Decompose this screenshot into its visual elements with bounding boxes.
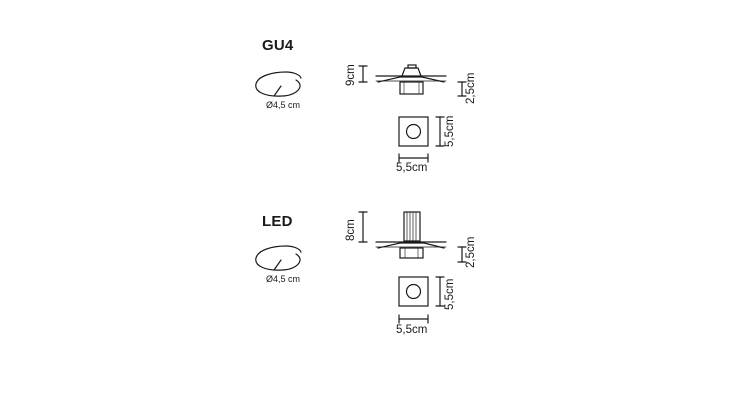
led-title: LED [262, 213, 293, 230]
gu4-front-view [398, 116, 429, 147]
led-front-view [398, 276, 429, 307]
gu4-face-height-label: 5,5cm [444, 115, 456, 147]
gu4-side-view [375, 64, 447, 95]
gu4-title: GU4 [262, 37, 294, 54]
led-height-dimension [358, 211, 368, 243]
led-side-view [375, 211, 447, 259]
gu4-face-height-dimension [435, 116, 445, 147]
gu4-cutout-diameter: Ø4,5 cm [266, 100, 301, 110]
gu4-depth-dimension [457, 81, 467, 97]
led-cutout-icon [255, 245, 302, 271]
led-face-width-dimension [398, 314, 429, 324]
led-face-width-label: 5,5cm [396, 324, 428, 336]
led-height-label: 8cm [345, 219, 357, 241]
gu4-depth-label: 2,5cm [465, 72, 477, 104]
gu4-height-dimension [358, 65, 368, 83]
led-depth-label: 2,5cm [465, 236, 477, 268]
gu4-height-label: 9cm [345, 64, 357, 86]
led-face-height-dimension [435, 276, 445, 307]
led-cutout-diameter: Ø4,5 cm [266, 274, 301, 284]
gu4-cutout-icon [255, 71, 302, 97]
led-face-height-label: 5,5cm [444, 278, 456, 310]
gu4-face-width-label: 5,5cm [396, 162, 428, 174]
led-depth-dimension [457, 246, 467, 263]
gu4-face-width-dimension [398, 153, 429, 163]
